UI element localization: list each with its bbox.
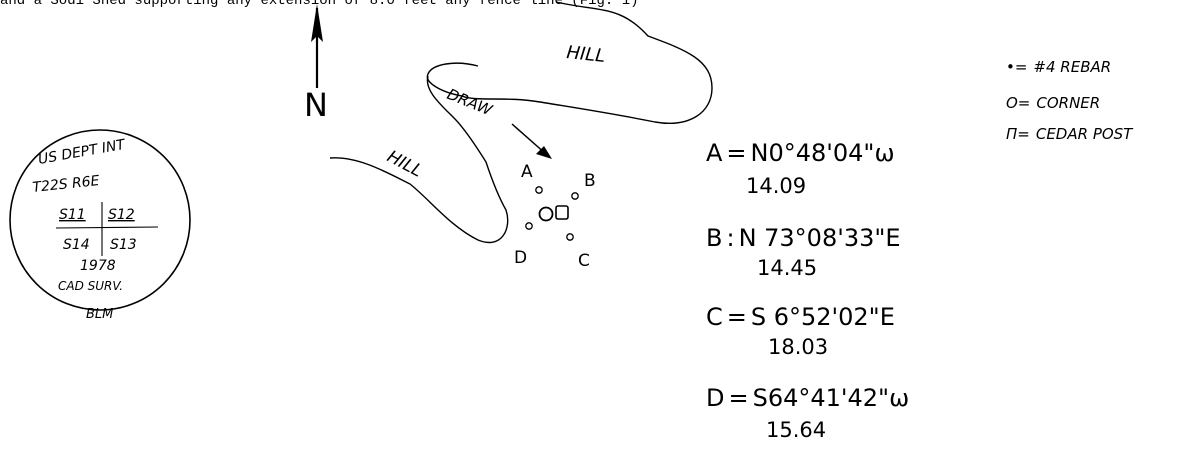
distance-d: 15.64 (766, 418, 826, 442)
rebar-marker-b (571, 192, 579, 200)
cap-line-1: US DEPT INT (37, 137, 128, 168)
point-label-d: D (514, 248, 527, 268)
bearing-a: A=N0°48'04"ω (706, 139, 895, 167)
distance-b: 14.45 (757, 256, 817, 280)
cap-section-12: S12 (108, 207, 135, 223)
rebar-marker-d (525, 222, 533, 230)
hill-label-left: HILL (384, 147, 426, 182)
point-label-a: A (521, 162, 533, 182)
point-label-c: C (578, 251, 590, 271)
cap-year: 1978 (80, 258, 116, 274)
bearing-b: B:N 73°08'33"E (706, 224, 901, 252)
cap-horizontal-line (55, 226, 159, 229)
draw-arrow-icon (511, 123, 552, 159)
cap-section-14: S14 (63, 237, 90, 253)
distance-a: 14.09 (746, 174, 806, 198)
distance-c: 18.03 (768, 335, 828, 359)
cut-off-text-line: and a Sodi Shed supporting any extension… (0, 0, 639, 9)
bearing-d: D=S64°41'42"ω (706, 384, 909, 412)
hill-contour-left (329, 75, 509, 244)
rebar-marker-c (566, 233, 574, 241)
cap-line-5: CAD SURV. (58, 279, 123, 293)
legend-rebar: •=#4 REBAR (1006, 58, 1111, 76)
cap-line-6: BLM (86, 307, 113, 322)
rebar-marker-a (535, 186, 543, 194)
north-arrow-icon (311, 4, 323, 88)
cap-section-11: S11 (59, 207, 86, 223)
legend-cedar-post: Π=CEDAR POST (1006, 125, 1134, 143)
hill-contour-right (426, 1, 713, 124)
cap-line-2: T22S R6E (32, 173, 101, 196)
cap-outline (9, 129, 191, 311)
draw-label: DRAW (445, 85, 496, 120)
north-label: N (304, 86, 328, 124)
monument-cap: US DEPT INT T22S R6E S11 S12 S14 S13 197… (9, 129, 191, 322)
bearing-list: A=N0°48'04"ω 14.09 B:N 73°08'33"E 14.45 … (706, 139, 909, 442)
legend-corner: O=CORNER (1006, 94, 1100, 112)
cedar-post-marker (555, 205, 569, 220)
bearing-c: C=S 6°52'02"E (706, 303, 895, 331)
legend: •=#4 REBAR O=CORNER Π=CEDAR POST (1006, 58, 1134, 143)
corner-marker (538, 206, 554, 222)
hill-label-top: HILL (565, 42, 606, 67)
point-label-b: B (584, 171, 596, 191)
cap-section-13: S13 (110, 237, 137, 253)
